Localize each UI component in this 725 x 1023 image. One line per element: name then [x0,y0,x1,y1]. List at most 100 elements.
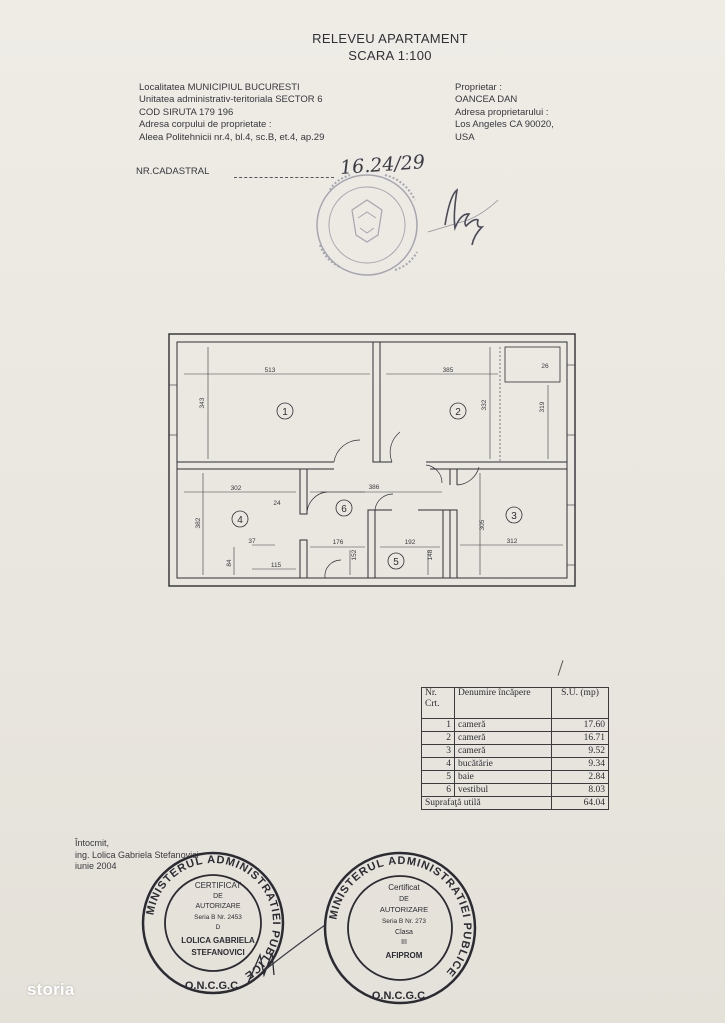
engineer-name: ing. Lolica Gabriela Stefanovici [75,849,199,860]
prepared-by: Întocmit, ing. Lolica Gabriela Stefanovi… [75,838,199,873]
address-line: Aleea Politehnicii nr.4, bl.4, sc.B, et.… [139,131,325,143]
table-header-row: Nr. Crt. Denumire încăpere S.U. (mp) [421,687,609,719]
storia-logo: storia [27,980,75,999]
room-number: 2 [455,407,461,418]
cell-nr: 5 [421,770,455,784]
owner-label: Proprietar : [455,82,502,93]
dim-label: 84 [226,559,233,567]
signature-scribble [444,188,485,246]
stamp-left-line: CERTIFICAT [195,881,241,890]
owner-address-line: Los Angeles CA 90020, [455,119,554,131]
dim-label: 176 [333,539,344,546]
room-number: 1 [282,407,288,418]
cadastral-label: NR.CADASTRAL [136,166,210,177]
locality-line: Localitatea MUNICIPIUL BUCURESTI [139,82,300,93]
stamp-left-bottom: O.N.C.G.C. [185,980,241,992]
dim-label: 343 [199,397,206,408]
cell-su: 16.71 [551,731,609,745]
total-value: 64.04 [551,796,609,810]
room-number: 5 [393,557,399,568]
cell-nr: 1 [421,718,455,732]
dim-label: 382 [195,517,202,528]
stamp-right-line: Seria B Nr. 273 [382,918,426,925]
dim-label: 385 [443,367,454,374]
dim-label: 332 [481,399,488,410]
cell-name: cameră [454,718,552,732]
header-nr: Nr. Crt. [421,687,455,719]
stamp-left-line: LOLICA GABRIELA [181,936,255,945]
table-total-row: Suprafaţă utilă 64.04 [421,796,609,810]
dim-label: 305 [479,519,486,530]
table-row: 4 bucătărie 9.34 [421,757,609,771]
dim-label: 192 [405,539,416,546]
rooms-table: Nr. Crt. Denumire încăpere S.U. (mp) 1 c… [421,687,609,810]
siruta-line: COD SIRUTA 179 196 [139,106,234,118]
stamp-right-line: AUTORIZARE [380,905,428,914]
room-number: 6 [341,504,347,515]
cell-su: 17.60 [551,718,609,732]
address-label: Adresa corpului de proprietate : [139,119,272,131]
dim-label: 319 [539,401,546,412]
cell-name: baie [454,770,552,784]
header-su: S.U. (mp) [551,687,609,719]
stamp-left-line: Seria B Nr. 2453 [194,914,242,921]
stamp-right-line: AFIPROM [386,951,423,960]
room-number: 3 [511,511,517,522]
owner-name: OANCEA DAN [455,94,518,106]
stamp-left-signature [247,952,275,984]
dim-label: 513 [265,367,276,374]
stamp-right-line: Certificat [388,883,420,892]
dim-label: 386 [369,484,380,491]
cell-name: cameră [454,744,552,758]
stamp-left-line: D [216,924,221,931]
stamp-right-line: III [401,939,407,946]
dim-label: 37 [248,538,256,545]
dim-label: 152 [351,549,358,560]
document-scale: SCARA 1:100 [348,48,432,63]
stamp-right-bottom: O.N.C.G.C. [372,990,428,1002]
cell-name: vestibul [454,783,552,797]
table-row: 5 baie 2.84 [421,770,609,784]
table-row: 6 vestibul 8.03 [421,783,609,797]
prepared-label: Întocmit, [75,838,110,848]
stamp-left-line: STEFANOVICI [191,948,244,957]
dim-label: 312 [507,538,518,545]
document-title: RELEVEU APARTAMENT [312,31,468,46]
table-row: 1 cameră 17.60 [421,718,609,732]
owner-country: USA [455,131,475,143]
cell-su: 2.84 [551,770,609,784]
owner-address-label: Adresa proprietarului : [455,106,549,118]
cell-nr: 4 [421,757,455,771]
total-label: Suprafaţă utilă [421,796,552,810]
owner-info: Proprietar : OANCEA DAN Adresa proprieta… [455,82,554,144]
dim-label: 302 [231,485,242,492]
table-row: 3 cameră 9.52 [421,744,609,758]
admin-unit-line: Unitatea administrativ-teritoriala SECTO… [139,94,323,106]
authorization-stamp-left: MINISTERUL ADMINISTRATIEI PUBLICE O.N.C.… [141,851,285,995]
cell-su: 8.03 [551,783,609,797]
prepared-date: iunie 2004 [75,861,117,871]
stamp-right-line: Clasa [395,929,413,936]
cell-nr: 6 [421,783,455,797]
dim-label: 115 [271,562,282,569]
dim-label: 24 [273,500,281,507]
cell-su: 9.52 [551,744,609,758]
dim-label: 148 [427,549,434,560]
cadastre-seal [316,174,499,276]
stamp-left-line: AUTORIZARE [196,903,241,910]
floor-plan: 513 343 385 332 319 26 302 382 24 386 37… [168,333,576,587]
header-name: Denumire încăpere [454,687,552,719]
dim-label: 26 [541,363,549,370]
stamp-left-line: DE [213,893,223,900]
cell-name: cameră [454,731,552,745]
cadastral-underline [234,177,334,178]
cell-su: 9.34 [551,757,609,771]
cell-nr: 3 [421,744,455,758]
table-row: 2 cameră 16.71 [421,731,609,745]
property-info: Localitatea MUNICIPIUL BUCURESTI Unitate… [139,82,324,144]
authorization-stamp-right: MINISTERUL ADMINISTRATIEI PUBLICE O.N.C.… [323,851,477,1005]
cell-name: bucătărie [454,757,552,771]
stamp-right-line: DE [399,896,409,903]
room-number: 4 [237,515,243,526]
